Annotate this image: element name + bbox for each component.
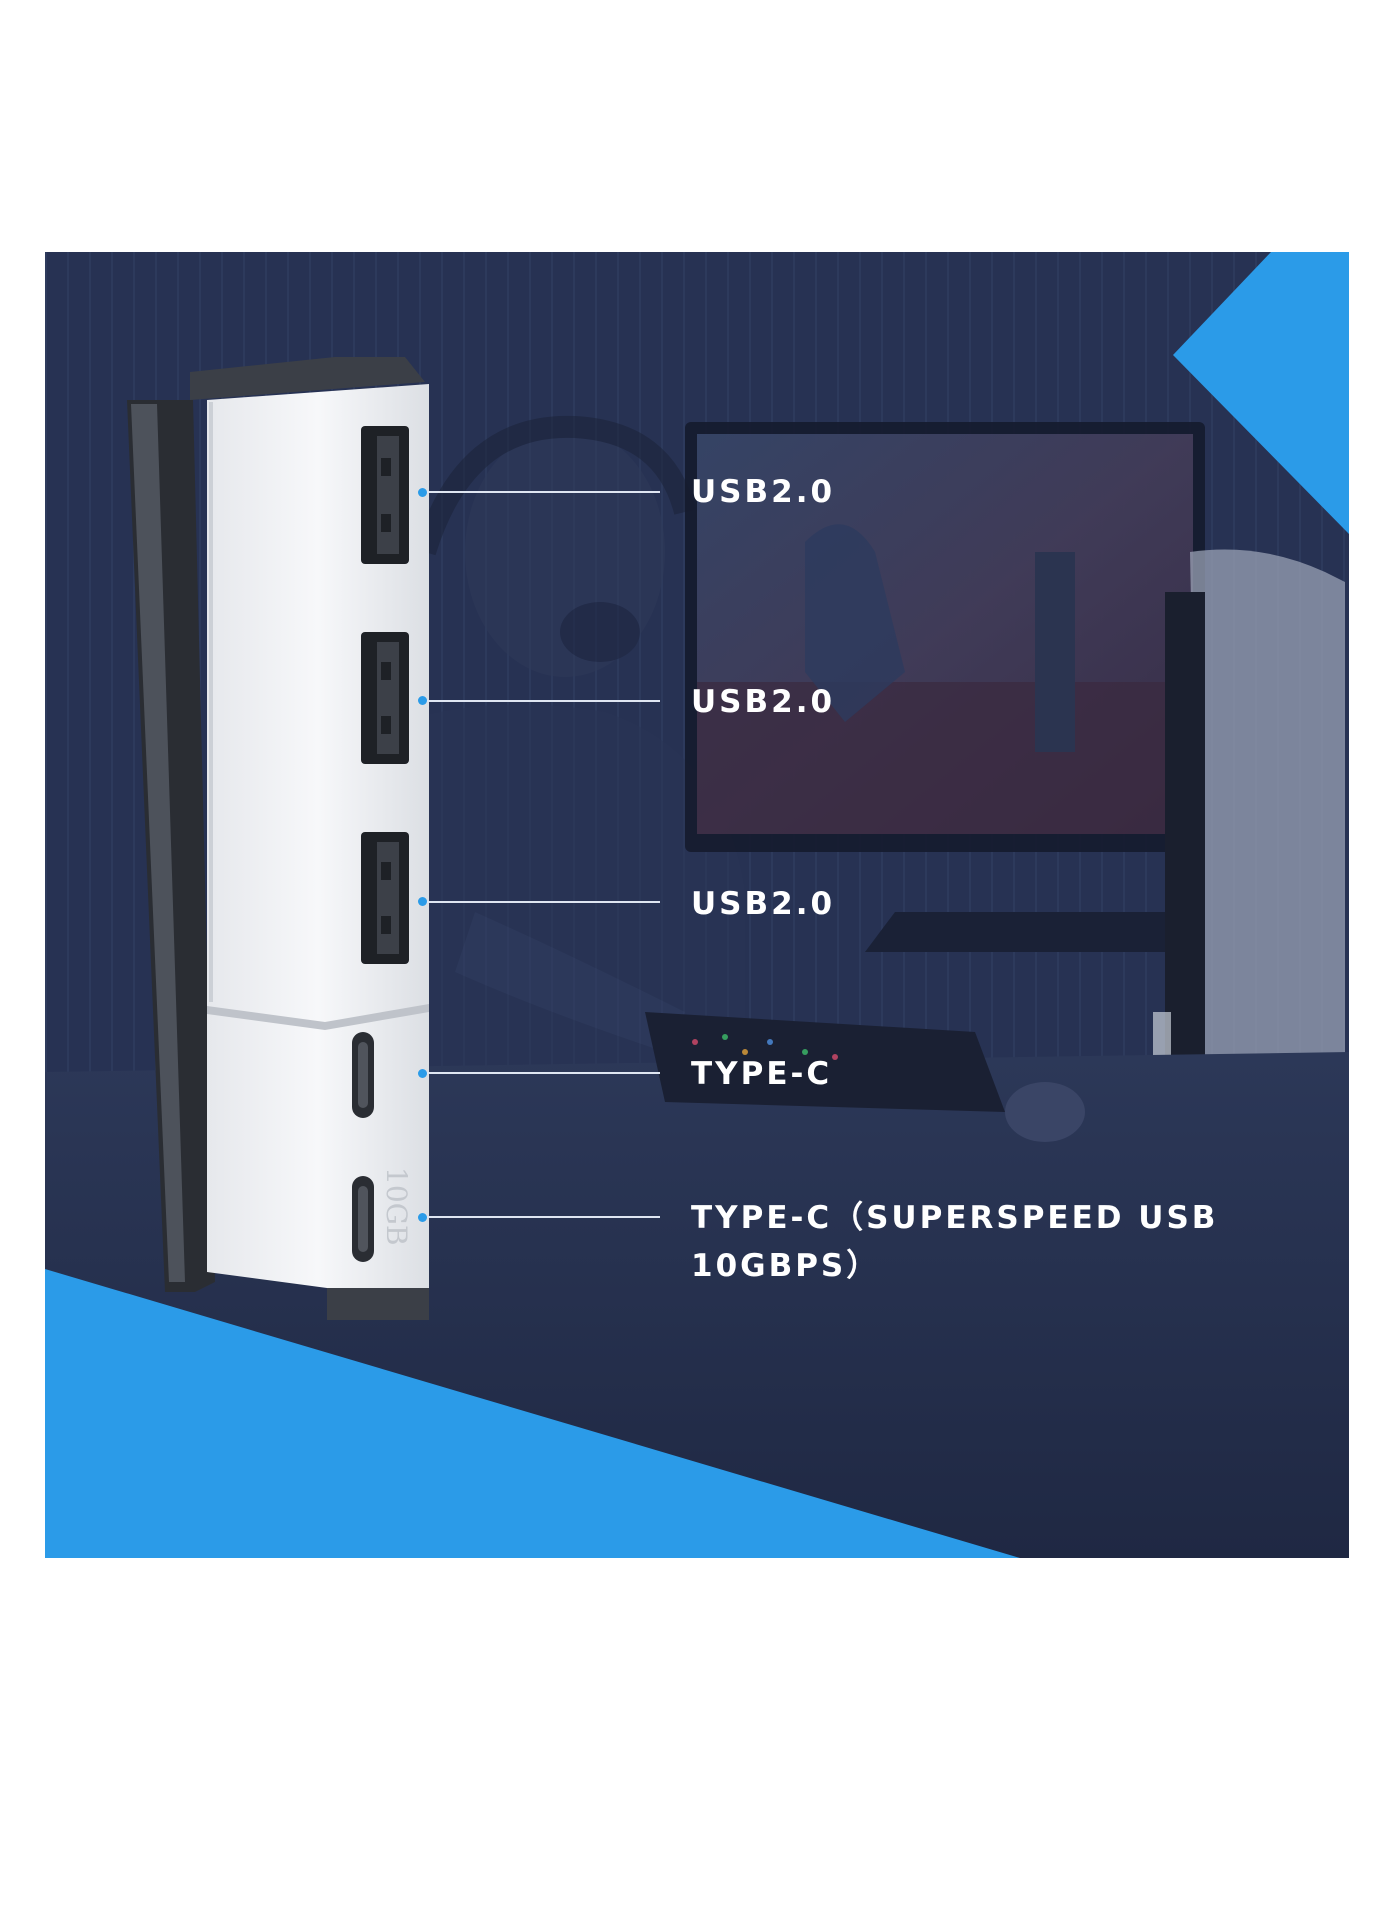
monitor-illustration xyxy=(685,422,1205,952)
port-label: TYPE-C xyxy=(691,1056,833,1092)
callout-dot xyxy=(418,488,427,497)
accent-band-bottom-left xyxy=(45,1269,1020,1558)
callout-line xyxy=(427,491,660,493)
callout-line xyxy=(427,700,660,702)
accent-triangle-top-right xyxy=(1173,252,1349,534)
product-feature-panel: 10GB USB2.0 USB2.0 USB2.0 TYPE-C TYPE-C（… xyxy=(45,252,1349,1558)
port-label-line-1: TYPE-C（SUPERSPEED USB xyxy=(691,1200,1219,1236)
background-scene: 10GB xyxy=(45,252,1349,1558)
usb-a-port-icon xyxy=(361,832,409,964)
callout-dot xyxy=(418,1069,427,1078)
port-label: USB2.0 xyxy=(691,474,836,510)
port-label-line-2: 10GBPS） xyxy=(691,1248,881,1284)
hub-engraving-text: 10GB xyxy=(380,1167,413,1246)
usb-c-port-icon xyxy=(352,1032,374,1118)
callout-line xyxy=(427,1216,660,1218)
usb-a-port-icon xyxy=(361,632,409,764)
usb-c-port-icon xyxy=(352,1176,374,1262)
callout-dot xyxy=(418,897,427,906)
port-label: USB2.0 xyxy=(691,684,836,720)
usb-hub: 10GB xyxy=(127,357,429,1320)
callout-dot xyxy=(418,1213,427,1222)
port-label: USB2.0 xyxy=(691,886,836,922)
callout-dot xyxy=(418,696,427,705)
callout-line xyxy=(427,1072,660,1074)
callout-line xyxy=(427,901,660,903)
usb-a-port-icon xyxy=(361,426,409,564)
